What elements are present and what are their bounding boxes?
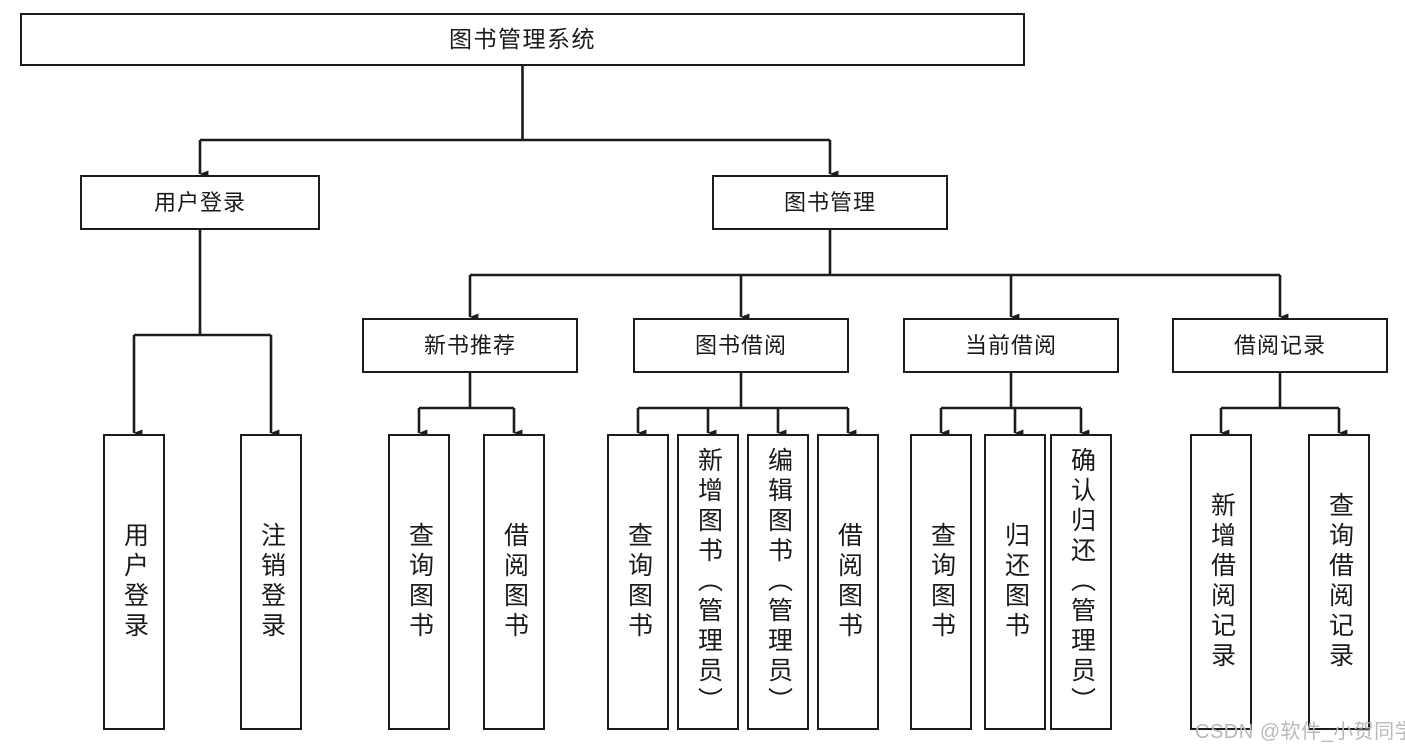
node-label-l-borrow1: 借阅图书 (500, 522, 529, 642)
node-label-l-logout: 注销登录 (257, 522, 286, 642)
node-login[interactable]: 用户登录 (80, 175, 320, 230)
node-label-l-add: 新增图书（管理员） (694, 447, 723, 717)
node-label-l-query3: 查询图书 (927, 522, 956, 642)
node-l-query1[interactable]: 查询图书 (388, 434, 450, 730)
node-label-l-edit: 编辑图书（管理员） (764, 447, 793, 717)
node-l-query2[interactable]: 查询图书 (607, 434, 669, 730)
node-label-l-borrow2: 借阅图书 (834, 522, 863, 642)
node-label-newbook: 新书推荐 (423, 332, 516, 358)
node-label-l-addrec: 新增借阅记录 (1207, 492, 1236, 672)
node-label-l-login: 用户登录 (120, 522, 149, 642)
node-l-addrec[interactable]: 新增借阅记录 (1190, 434, 1252, 730)
node-label-current: 当前借阅 (964, 332, 1057, 358)
node-label-l-confirm: 确认归还（管理员） (1067, 447, 1096, 717)
node-l-add[interactable]: 新增图书（管理员） (677, 434, 739, 730)
node-records[interactable]: 借阅记录 (1172, 318, 1388, 373)
node-l-return[interactable]: 归还图书 (984, 434, 1046, 730)
node-label-borrow: 图书借阅 (694, 332, 787, 358)
node-newbook[interactable]: 新书推荐 (362, 318, 578, 373)
node-label-bookmgmt: 图书管理 (783, 189, 876, 215)
node-l-borrow1[interactable]: 借阅图书 (483, 434, 545, 730)
watermark-credit: CSDN @软件_小贺同学 (1195, 721, 1405, 743)
node-bookmgmt[interactable]: 图书管理 (712, 175, 948, 230)
node-label-records: 借阅记录 (1233, 332, 1326, 358)
node-l-edit[interactable]: 编辑图书（管理员） (747, 434, 809, 730)
node-l-login[interactable]: 用户登录 (103, 434, 165, 730)
node-label-login: 用户登录 (153, 189, 246, 215)
node-l-queryrec[interactable]: 查询借阅记录 (1308, 434, 1370, 730)
node-l-confirm[interactable]: 确认归还（管理员） (1050, 434, 1112, 730)
node-label-l-queryrec: 查询借阅记录 (1325, 492, 1354, 672)
node-l-query3[interactable]: 查询图书 (910, 434, 972, 730)
node-label-l-query1: 查询图书 (405, 522, 434, 642)
node-root[interactable]: 图书管理系统 (20, 13, 1025, 66)
node-borrow[interactable]: 图书借阅 (633, 318, 849, 373)
node-label-l-return: 归还图书 (1001, 522, 1030, 642)
node-l-logout[interactable]: 注销登录 (240, 434, 302, 730)
node-current[interactable]: 当前借阅 (903, 318, 1119, 373)
node-label-l-query2: 查询图书 (624, 522, 653, 642)
node-label-root: 图书管理系统 (449, 26, 596, 53)
node-l-borrow2[interactable]: 借阅图书 (817, 434, 879, 730)
